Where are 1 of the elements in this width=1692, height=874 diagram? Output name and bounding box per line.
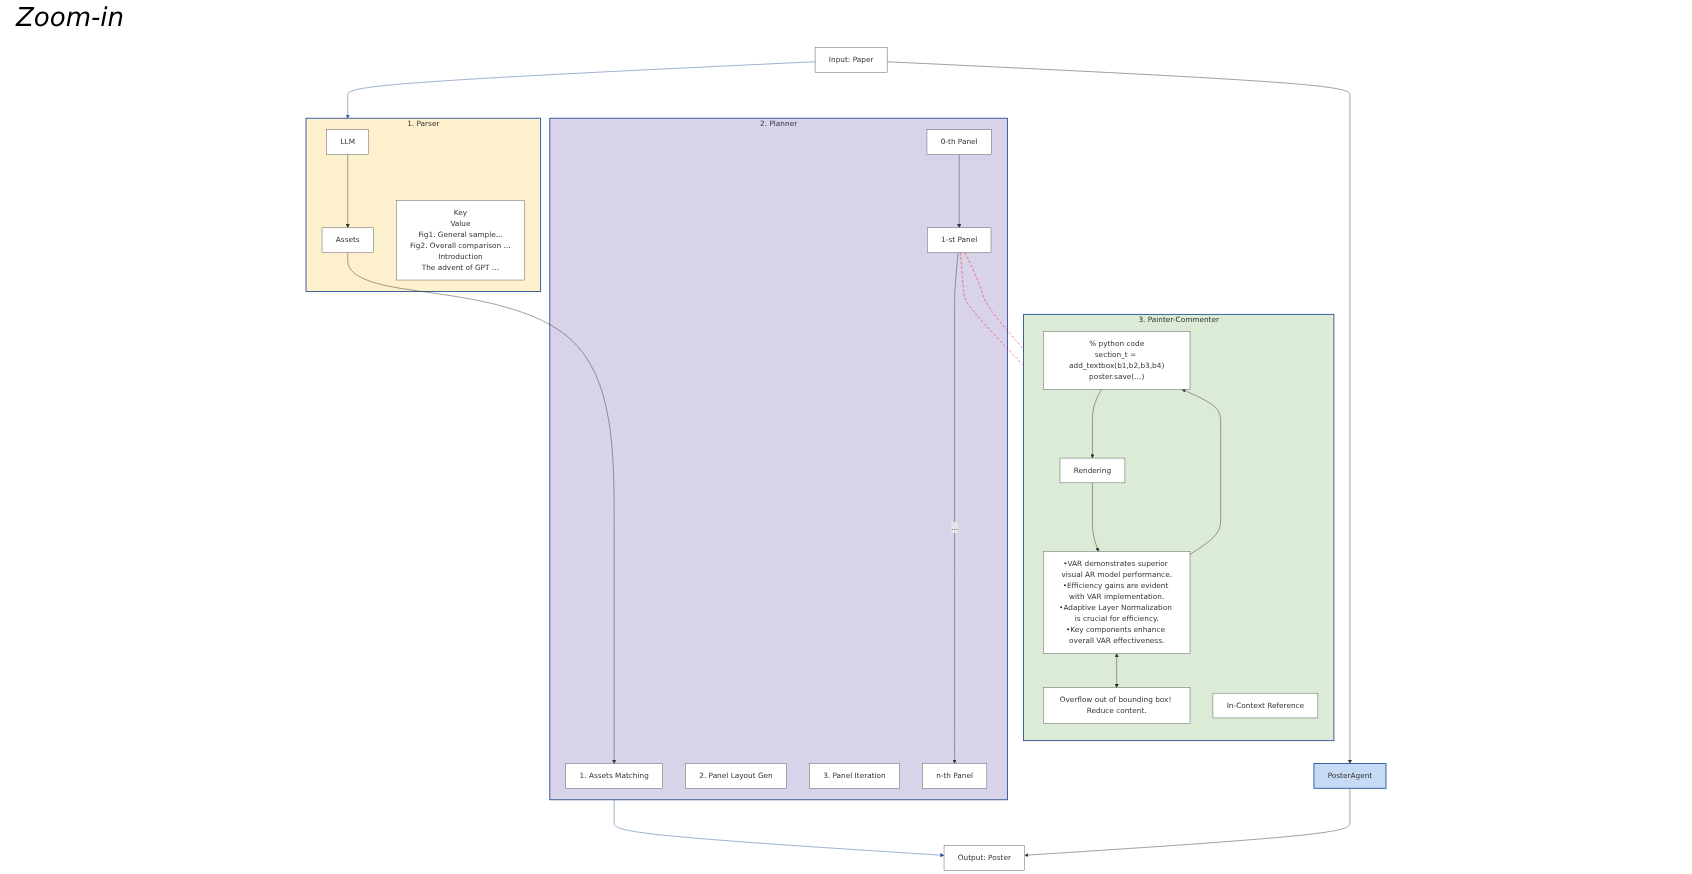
note-label: Zoom-in xyxy=(16,4,125,34)
